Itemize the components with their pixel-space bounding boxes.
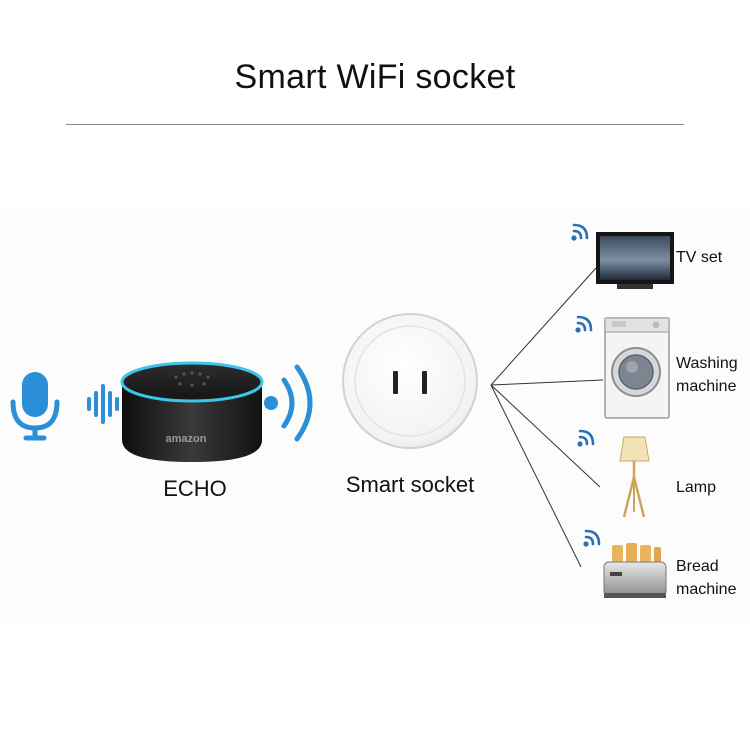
- microphone-icon: [10, 372, 60, 441]
- tv-wifi-icon: [571, 223, 589, 241]
- smart-socket-label: Smart socket: [345, 472, 475, 497]
- wifi-signal-icon: [264, 364, 313, 442]
- bread-machine-label: Bread machine: [676, 558, 737, 598]
- echo-brand-text: amazon: [166, 433, 207, 445]
- line-to-washing-machine: [490, 379, 604, 386]
- lamp-wifi-icon: [577, 429, 595, 447]
- line-to-lamp: [490, 384, 601, 488]
- echo-label: ECHO: [163, 476, 227, 501]
- sound-wave-icon: [87, 384, 119, 424]
- tv-label: TV set: [676, 249, 723, 266]
- line-to-bread-machine: [490, 384, 582, 568]
- line-to-tv: [490, 267, 597, 386]
- smart-socket-device: [342, 313, 478, 449]
- washing-machine-label: Washing machine: [676, 355, 738, 395]
- connection-lines: [490, 267, 604, 568]
- washing-machine-device: [604, 317, 670, 419]
- diagram-title: Smart WiFi socket: [234, 58, 516, 96]
- washing-machine-wifi-icon: [575, 315, 593, 333]
- bread-machine-device: [603, 543, 667, 598]
- echo-device: amazon: [120, 361, 264, 462]
- lamp-device: [619, 436, 650, 518]
- tv-device: [596, 232, 674, 289]
- lamp-label: Lamp: [676, 479, 717, 496]
- bread-machine-wifi-icon: [583, 529, 601, 547]
- title-divider: [66, 124, 684, 125]
